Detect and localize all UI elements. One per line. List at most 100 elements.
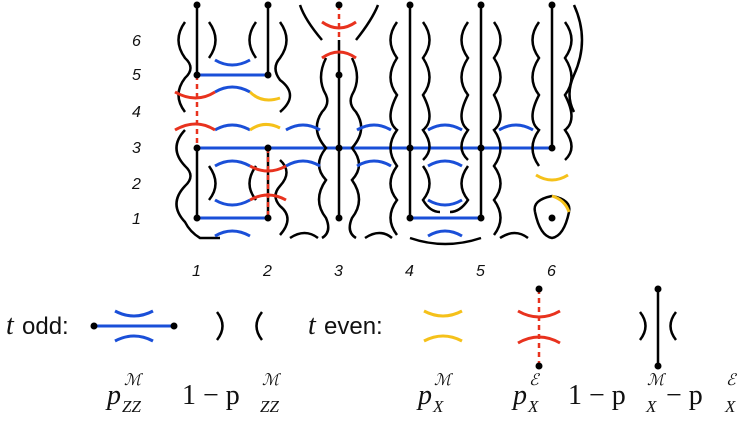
yellow-arc — [423, 309, 463, 318]
node — [406, 1, 414, 9]
formula-one-minus-pzz-sub: ZZ — [260, 397, 279, 416]
node — [335, 71, 343, 79]
blue-arc — [498, 123, 534, 132]
row-label: 6 — [132, 33, 141, 50]
blue-arc — [427, 198, 463, 207]
blue-arc — [214, 123, 251, 132]
node — [406, 214, 414, 222]
node — [264, 71, 272, 79]
red-arcs — [174, 20, 357, 202]
col-label: 1 — [192, 263, 201, 280]
node — [548, 214, 556, 222]
loop-arc — [460, 21, 470, 161]
loop-arc — [492, 21, 502, 236]
col-label: 3 — [334, 263, 343, 280]
formula-px-sup: ℳ — [434, 372, 454, 389]
loop-arc — [568, 4, 584, 113]
legend-odd-label: odd: — [22, 313, 69, 340]
blue-arc — [114, 334, 154, 343]
column-labels: 1 2 3 4 5 6 — [192, 263, 556, 280]
node — [654, 362, 662, 370]
row-label: 2 — [131, 176, 141, 193]
loop-arc — [531, 21, 541, 167]
loop-arc — [499, 231, 529, 240]
legend-odd-t: t — [6, 310, 15, 341]
formula-last-sup1: ℳ — [647, 372, 667, 389]
formula-pzz-sup: ℳ — [124, 372, 144, 389]
loop-arc — [255, 311, 264, 341]
formula-last-a: 1 − p — [568, 380, 626, 411]
node — [264, 144, 272, 152]
row-label: 1 — [132, 211, 141, 228]
node — [654, 285, 662, 293]
loop-arc — [207, 165, 217, 201]
blue-arc — [285, 123, 321, 132]
formula-pzz: p — [105, 380, 121, 411]
red-arc — [174, 90, 216, 100]
legend-even-t: t — [308, 310, 317, 341]
loop-arc — [533, 211, 571, 240]
blue-arc — [285, 159, 321, 168]
legend-even-label: even: — [324, 313, 383, 340]
node — [335, 1, 343, 9]
row-label: 3 — [132, 140, 141, 157]
col-label: 4 — [405, 263, 414, 280]
formula-one-minus-pzz-sup: ℳ — [262, 372, 282, 389]
blue-arc — [427, 123, 463, 132]
loop-arc — [421, 21, 431, 161]
formula-pxe-sup: ℰ — [529, 372, 541, 389]
loop-arc — [638, 311, 647, 341]
node — [193, 144, 201, 152]
loop-arc — [274, 21, 292, 113]
loop-arc — [389, 21, 399, 236]
blue-arc — [214, 58, 251, 67]
node — [264, 214, 272, 222]
node — [170, 322, 178, 330]
loop-arc — [669, 311, 678, 341]
node — [548, 1, 556, 9]
blue-arc — [356, 159, 392, 168]
blue-arc — [114, 309, 154, 318]
yellow-arc — [551, 194, 571, 213]
red-arc — [321, 50, 357, 60]
node — [548, 144, 556, 152]
red-arc — [517, 335, 561, 345]
node — [264, 1, 272, 9]
red-dashed-bonds — [195, 5, 341, 218]
blue-arcs — [214, 58, 534, 238]
blue-arc — [214, 198, 251, 207]
node — [406, 144, 414, 152]
loop-arc — [421, 165, 441, 214]
node — [193, 214, 201, 222]
loop-arc — [364, 231, 393, 240]
col-label: 2 — [262, 263, 272, 280]
legend-odd: t odd: — [6, 309, 264, 343]
yellow-arcs — [248, 90, 571, 213]
node — [335, 214, 343, 222]
red-arc — [249, 164, 287, 173]
loop-arc — [355, 4, 380, 41]
node — [193, 1, 201, 9]
row-label: 5 — [132, 67, 141, 84]
loop-arc — [248, 165, 258, 201]
formula-pxe: p — [511, 380, 527, 411]
formula-px: p — [416, 380, 432, 411]
loop-arc — [175, 129, 220, 240]
blue-arc — [427, 159, 463, 168]
formula-pzz-sub: ZZ — [122, 397, 141, 416]
loop-arcs — [175, 4, 584, 246]
node — [335, 144, 343, 152]
blue-arc — [214, 229, 251, 238]
blue-arc — [427, 229, 463, 238]
red-arc — [517, 309, 561, 319]
red-arc — [321, 20, 357, 30]
node — [477, 214, 485, 222]
node — [193, 71, 201, 79]
node — [477, 144, 485, 152]
red-arc — [174, 122, 216, 132]
formula-one-minus-pzz: 1 − p — [182, 380, 240, 411]
red-arc — [249, 193, 287, 202]
loop-arc — [289, 231, 319, 240]
formula-last-sub2: X — [724, 397, 736, 416]
